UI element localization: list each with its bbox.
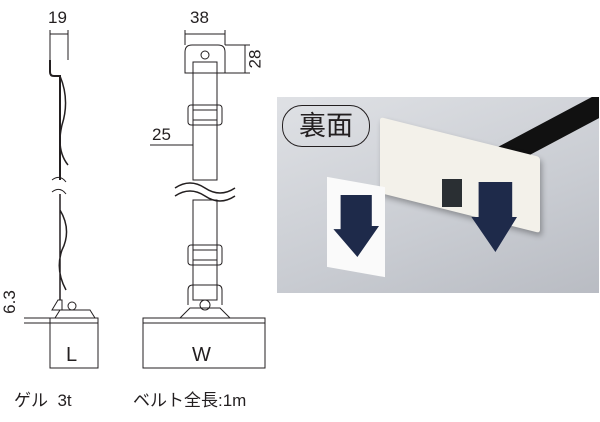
side-dim-height: 6.3 [0, 290, 19, 314]
front-dim-height: 28 [245, 49, 265, 69]
product-photo: 裏面 [277, 97, 599, 293]
side-caption: ゲル 3t [14, 391, 72, 410]
buckle-slot [442, 179, 462, 207]
front-dim-width: 38 [190, 8, 209, 27]
side-view-drawing [24, 30, 99, 369]
back-side-badge: 裏面 [282, 105, 370, 147]
front-base-label: W [192, 344, 211, 366]
side-dim-width: 19 [48, 8, 67, 27]
gel-pad-back [380, 117, 540, 233]
front-view-drawing [142, 30, 266, 369]
front-dim-strap: 25 [152, 125, 171, 144]
side-base-label: L [66, 344, 78, 366]
front-caption: ベルト全長:1m [133, 391, 247, 410]
